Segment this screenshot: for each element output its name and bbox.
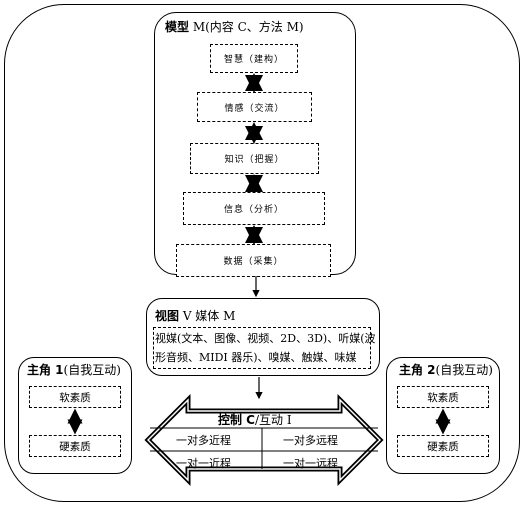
view-media-line2: 形音频、MIDI 器乐)、嗅媒、触媒、味媒 xyxy=(155,351,357,364)
model-level-data: 数据（采集） xyxy=(176,244,331,277)
actor1-title-rest: (自我互动) xyxy=(63,363,121,377)
view-media-box: 视媒(文本、图像、视频、2D、3D)、听媒(波 形音频、MIDI 器乐)、嗅媒、… xyxy=(153,327,376,369)
control-cell-one-to-many-near: 一对多近程 xyxy=(176,434,231,447)
control-title-bold: 控制 C xyxy=(218,413,255,427)
actor2-hard-quality: 硬素质 xyxy=(397,435,489,457)
actor1-title-bold: 主角 1 xyxy=(27,363,64,377)
actor2-soft-quality: 软素质 xyxy=(397,386,489,408)
model-level-wisdom: 智慧（建构） xyxy=(210,44,298,73)
actor2-title-rest: (自我互动) xyxy=(435,363,493,377)
view-title-rest: V 媒体 M xyxy=(179,309,236,323)
control-title-rest: /互动 I xyxy=(255,413,292,427)
model-title: 模型 M(内容 C、方法 M) xyxy=(165,18,304,35)
model-title-rest: M(内容 C、方法 M) xyxy=(189,20,304,34)
control-title: 控制 C/互动 I xyxy=(218,411,292,428)
view-media-line1: 视媒(文本、图像、视频、2D、3D)、听媒(波 xyxy=(155,332,376,345)
control-cell-one-to-one-remote: 一对一远程 xyxy=(283,457,338,470)
model-title-bold: 模型 xyxy=(165,20,190,34)
actor1-soft-quality: 软素质 xyxy=(29,386,121,408)
model-level-information: 信息（分析） xyxy=(183,192,325,225)
actor1-hard-quality: 硬素质 xyxy=(29,435,121,457)
model-level-emotion: 情感（交流） xyxy=(197,92,312,122)
control-cell-one-to-one-near: 一对一近程 xyxy=(176,457,231,470)
actor2-title-bold: 主角 2 xyxy=(399,363,436,377)
view-title-bold: 视图 xyxy=(155,309,180,323)
control-cell-one-to-many-remote: 一对多远程 xyxy=(283,434,338,447)
view-title: 视图 V 媒体 M xyxy=(155,307,235,324)
actor2-title: 主角 2(自我互动) xyxy=(399,361,493,378)
actor1-title: 主角 1(自我互动) xyxy=(27,361,121,378)
